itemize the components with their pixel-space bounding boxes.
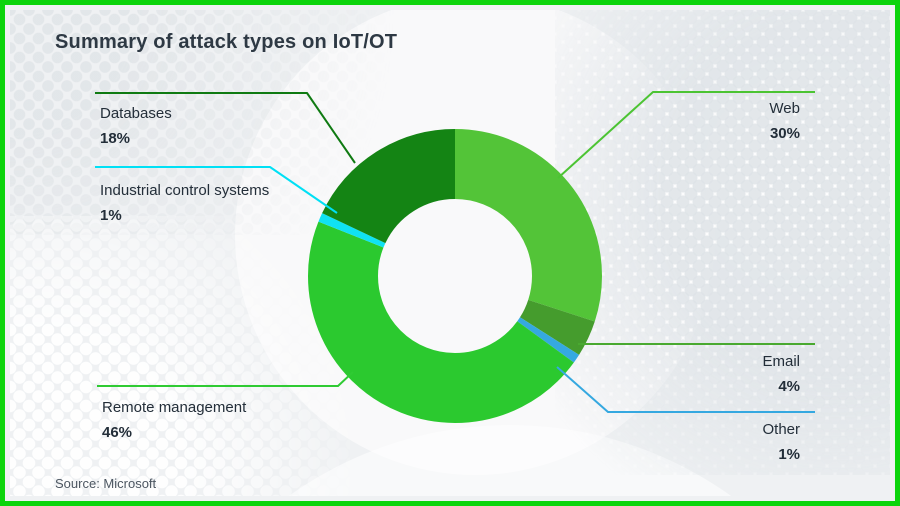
segment-name: Databases [100,105,172,122]
segment-percent: 4% [778,378,800,395]
source-text: Source: Microsoft [55,476,157,491]
segment-name: Industrial control systems [100,182,270,199]
background-circle [235,10,715,475]
segment-percent: 18% [100,130,131,147]
segment-name: Web [769,100,800,117]
page-title: Summary of attack types on IoT/OT [55,31,398,53]
segment-label-web: Web 30% [769,99,800,144]
segment-label-other: Other 1% [762,420,800,465]
segment-percent: 30% [769,125,800,142]
segment-name: Other [762,421,800,438]
segment-percent: 1% [100,207,122,224]
segment-label-databases: Databases 18% [100,104,172,149]
segment-percent: 1% [778,446,800,463]
segment-label-remote-management: Remote management 46% [102,398,246,443]
segment-name: Remote management [102,399,247,416]
chart-canvas: Summary of attack types on IoT/OT Web 30… [10,10,890,496]
segment-percent: 46% [102,424,133,441]
segment-name: Email [762,353,800,370]
segment-label-industrial-control-systems: Industrial control systems 1% [100,181,269,226]
segment-label-email: Email 4% [762,352,800,397]
